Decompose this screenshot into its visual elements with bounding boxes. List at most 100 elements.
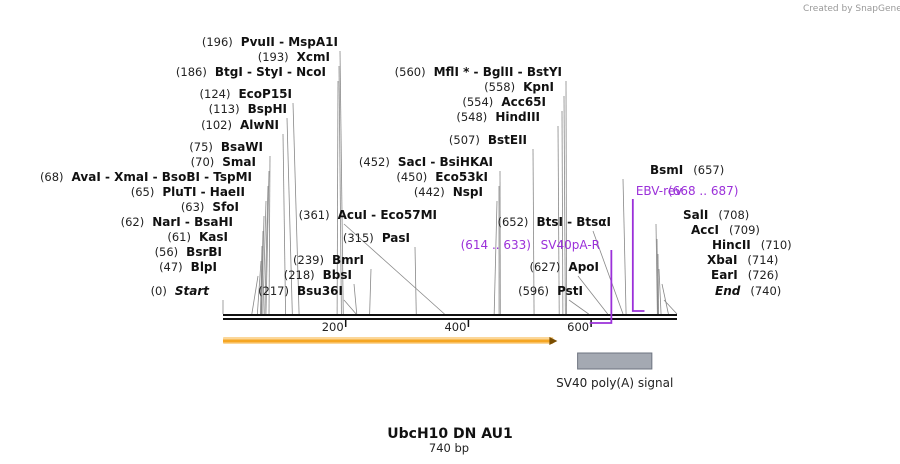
site-position: (740) — [750, 284, 781, 298]
site-leader-line — [260, 230, 264, 315]
site-position: (714) — [747, 253, 778, 267]
site-position: (507) — [449, 133, 480, 147]
site-name: XbaI — [707, 253, 737, 267]
site-position: (65) — [131, 185, 155, 199]
site-nari[interactable]: NarI - BsaHI (62) — [121, 215, 233, 229]
site-bbsi[interactable]: BbsI(218) — [284, 268, 352, 282]
site-position: (315) — [343, 231, 374, 245]
site-name: Acc65I — [501, 95, 546, 109]
site-leader-line — [268, 155, 271, 315]
site-name: AcuI - Eco57MI — [338, 208, 437, 222]
primer-range: (668 .. 687) — [668, 184, 738, 198]
site-blpi[interactable]: BlpI(47) — [159, 260, 217, 274]
site-bsmi[interactable]: BsmI(657) — [650, 163, 724, 177]
site-bsawi[interactable]: BsaWI (75) — [189, 140, 263, 154]
site-position: (62) — [121, 215, 145, 229]
primer-sv40pa-r[interactable]: SV40pA-R(614 .. 633) — [461, 238, 613, 324]
site-position: (56) — [155, 245, 179, 259]
site-position: (75) — [189, 140, 213, 154]
site-alwni[interactable]: AlwNI(102) — [201, 118, 279, 132]
site-leader-line — [565, 80, 567, 315]
site-avai[interactable]: AvaI - XmaI - BsoBI - TspMI(68) — [40, 170, 252, 184]
site-position: (193) — [258, 50, 289, 64]
site-hindiii[interactable]: HindIII(548) — [456, 110, 540, 124]
site-name: SfoI — [212, 200, 239, 214]
site-position: (627) — [529, 260, 560, 274]
site-leader-line — [286, 117, 293, 315]
site-position: (709) — [729, 223, 760, 237]
site-name: HindIII — [495, 110, 540, 124]
site-leader-line — [251, 275, 259, 315]
site-leader-line — [336, 80, 339, 315]
site-name: NarI - BsaHI — [152, 215, 233, 229]
site-name: EarI — [711, 268, 738, 282]
site-pluti[interactable]: PluTI - HaeII (65) — [131, 185, 245, 199]
site-xcmi[interactable]: XcmI (193) — [258, 50, 330, 64]
site-position: (708) — [718, 208, 749, 222]
site-bsrbi[interactable]: BsrBI(56) — [155, 245, 222, 259]
site-nspi[interactable]: NspI(442) — [414, 185, 483, 199]
site-btgi[interactable]: BtgI - StyI - NcoI(186) — [176, 65, 326, 79]
site-psti[interactable]: PstI (596) — [518, 284, 583, 298]
site-kpni[interactable]: KpnI(558) — [484, 80, 554, 94]
ruler-tick-label: 600 — [567, 320, 589, 334]
site-smai[interactable]: SmaI(70) — [191, 155, 256, 169]
site-bsphi[interactable]: BspHI(113) — [209, 102, 287, 116]
site-eco53ki[interactable]: Eco53kI(450) — [396, 170, 488, 184]
site-saci[interactable]: SacI - BsiHKAI(452) — [359, 155, 493, 169]
site-eari[interactable]: EarI (726) — [711, 268, 779, 282]
site-btsi[interactable]: BtsI - BtsαI(652) — [498, 215, 612, 229]
primer-name: SV40pA-R — [541, 238, 600, 252]
site-position: (186) — [176, 65, 207, 79]
site-name: XcmI — [297, 50, 330, 64]
site-kasi[interactable]: KasI(61) — [167, 230, 228, 244]
site-sali[interactable]: SalI(708) — [683, 208, 749, 222]
site-apoi[interactable]: ApoI(627) — [529, 260, 599, 274]
site-start[interactable]: Start(0) — [151, 284, 211, 298]
feature-box — [577, 352, 653, 370]
site-name: BsaWI — [221, 140, 263, 154]
site-position: (726) — [748, 268, 779, 282]
feature-sv40-poly-a-signal[interactable]: SV40 poly(A) signal — [556, 352, 673, 390]
site-pvuii[interactable]: PvuII - MspA1I(196) — [202, 35, 338, 49]
site-bsteii[interactable]: BstEII(507) — [449, 133, 527, 147]
site-sfoi[interactable]: SfoI(63) — [181, 200, 239, 214]
site-leader-line — [658, 268, 662, 315]
site-bsu36i[interactable]: Bsu36I(217) — [258, 284, 343, 298]
site-pasi[interactable]: PasI(315) — [343, 231, 410, 245]
site-acc65i[interactable]: Acc65I(554) — [462, 95, 546, 109]
site-leader-line — [568, 299, 589, 315]
site-position: (450) — [396, 170, 427, 184]
site-position: (596) — [518, 284, 549, 298]
site-leader-line — [261, 215, 265, 315]
site-hincii[interactable]: HincII(710) — [712, 238, 792, 252]
site-leader-line — [577, 275, 608, 315]
site-name: AvaI - XmaI - BsoBI - TspMI — [72, 170, 252, 184]
site-leader-line — [369, 268, 372, 315]
site-acci[interactable]: AccI (709) — [691, 223, 760, 237]
orf-arrow[interactable] — [223, 337, 558, 345]
site-leader-line — [339, 50, 344, 315]
site-ecop15i[interactable]: EcoP15I(124) — [200, 87, 292, 101]
site-name: PluTI - HaeII — [162, 185, 245, 199]
site-name: AccI — [691, 223, 719, 237]
site-position: (70) — [191, 155, 215, 169]
site-end[interactable]: End (740) — [715, 284, 781, 298]
site-leader-line — [557, 125, 560, 315]
site-leader-line — [338, 65, 342, 315]
site-name: BlpI — [191, 260, 217, 274]
site-mfli[interactable]: MflI * - BglII - BstYI(560) — [395, 65, 562, 79]
primer-ebv-rev[interactable]: EBV-rev(668 .. 687) — [631, 184, 739, 312]
site-name: PstI — [557, 284, 583, 298]
site-bmri[interactable]: BmrI(239) — [293, 253, 364, 267]
site-leader-line — [343, 299, 357, 315]
site-acui[interactable]: AcuI - Eco57MI(361) — [299, 208, 437, 222]
ruler-tick-label: 400 — [444, 320, 466, 334]
site-name: End — [715, 284, 741, 298]
site-name: HincII — [712, 238, 751, 252]
site-leader-line — [265, 170, 270, 315]
site-leader-line — [353, 283, 358, 315]
site-xbai[interactable]: XbaI (714) — [707, 253, 778, 267]
